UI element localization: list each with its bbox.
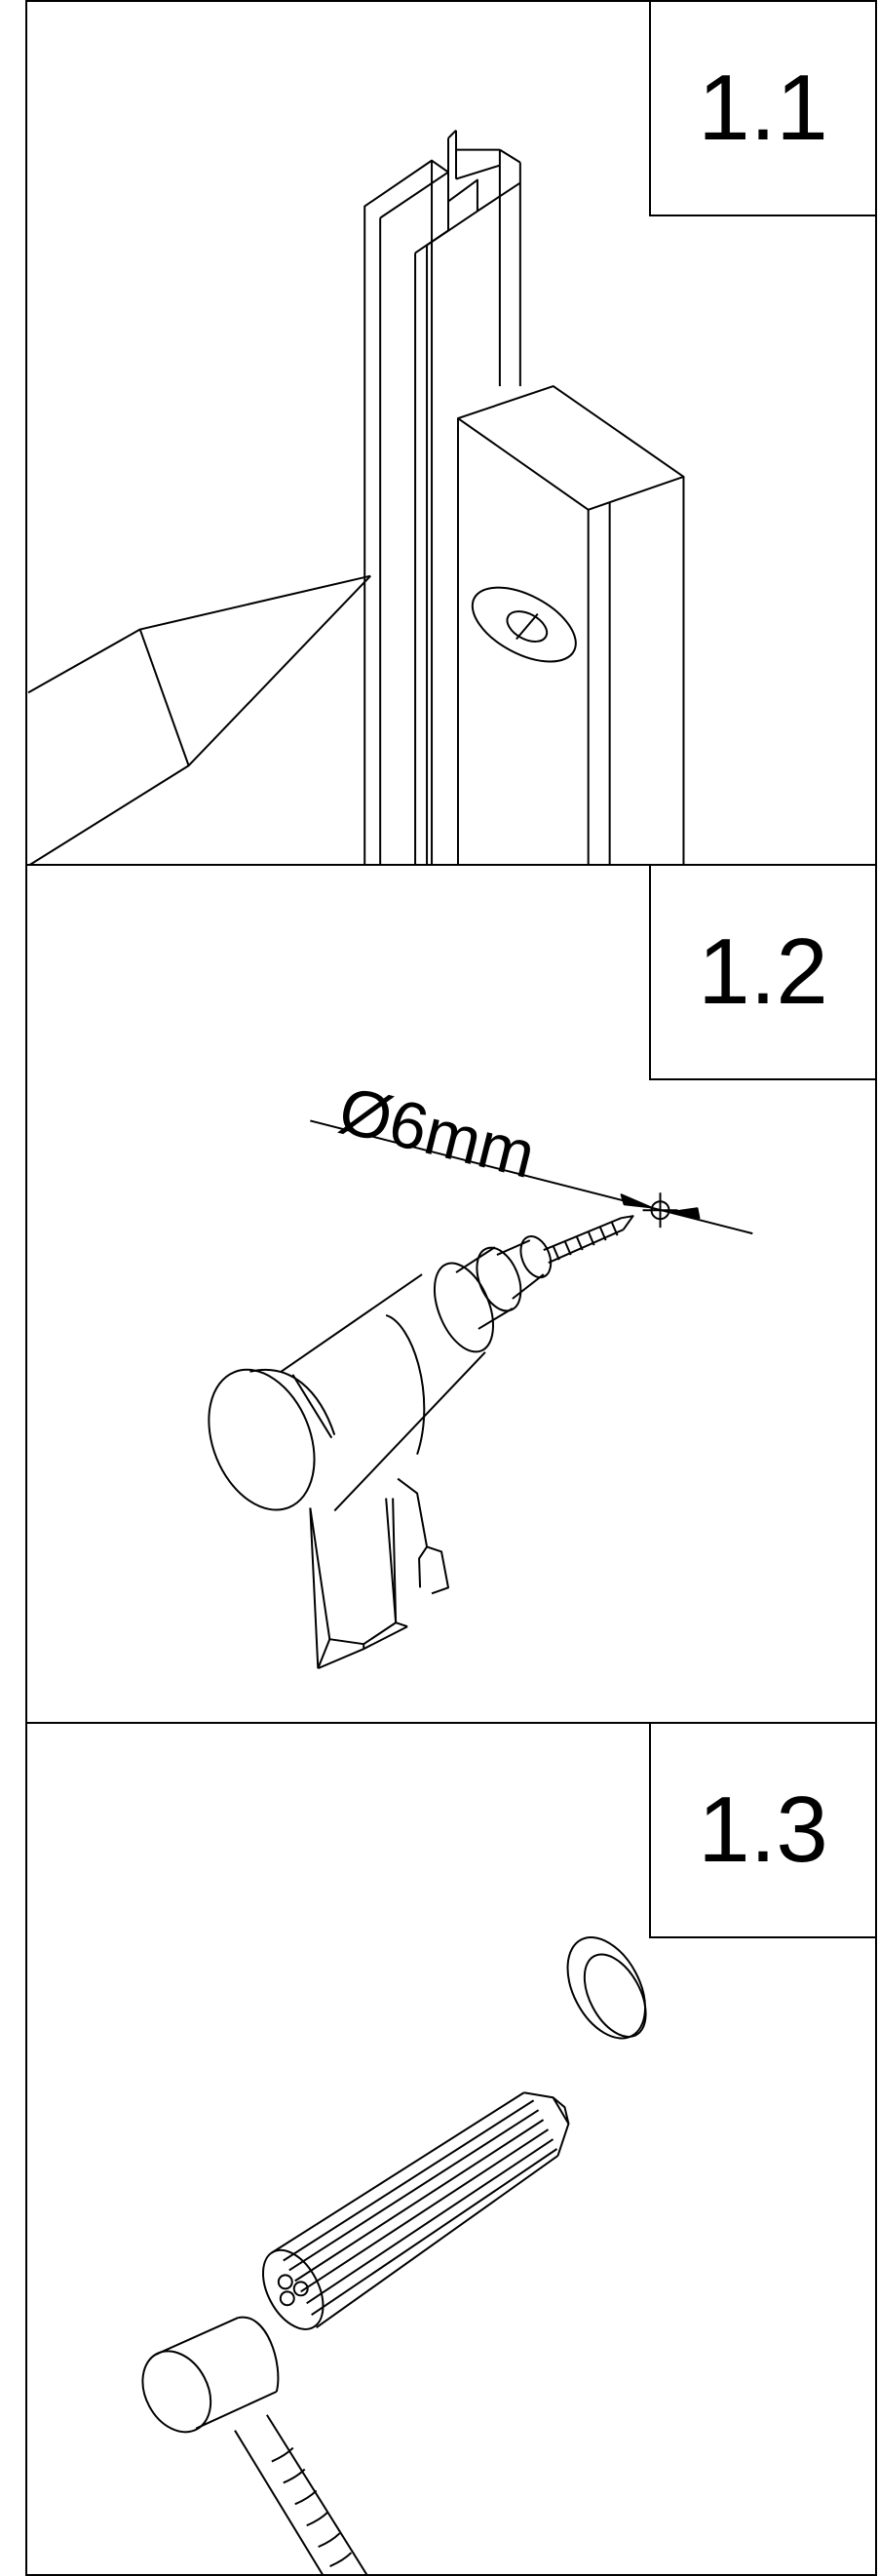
step-number-box: 1.2 xyxy=(649,866,875,1080)
drill-bit xyxy=(543,1215,634,1264)
step-number-box: 1.1 xyxy=(649,2,875,216)
wall-plug-cap xyxy=(566,1936,647,2040)
wall-plug xyxy=(262,2091,570,2330)
step-1-3-illustration xyxy=(141,1936,647,2574)
spirit-level xyxy=(456,385,685,866)
drill-chuck xyxy=(455,1235,553,1330)
step-panel-1-1: 1.1 xyxy=(25,0,877,866)
step-panel-1-2: Ø6mm 1.2 xyxy=(25,864,877,1724)
step-panel-1-3: 1.3 xyxy=(25,1722,877,2576)
mallet xyxy=(141,2316,368,2574)
step-number: 1.2 xyxy=(698,919,828,1024)
step-1-2-illustration: Ø6mm xyxy=(208,1073,753,1670)
step-number-box: 1.3 xyxy=(649,1724,875,1938)
step-1-1-illustration xyxy=(27,129,685,866)
step-number: 1.1 xyxy=(698,56,828,160)
power-drill xyxy=(208,1262,494,1670)
wall-profile xyxy=(363,129,521,866)
step-number: 1.3 xyxy=(698,1777,828,1882)
drill-diameter-label: Ø6mm xyxy=(332,1073,543,1192)
pencil xyxy=(27,574,371,866)
dimension-line xyxy=(310,1119,753,1235)
